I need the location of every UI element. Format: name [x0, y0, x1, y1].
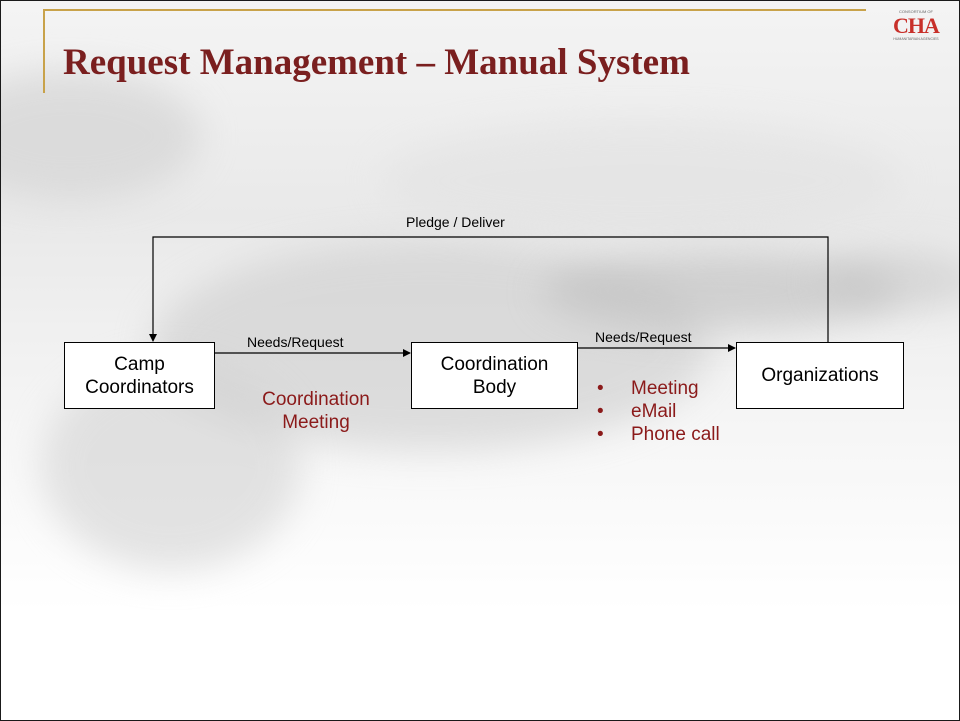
logo-bottom-text: HUMANITARIAN AGENCIES [893, 37, 939, 41]
channel-item-email: eMail [595, 400, 720, 423]
edge-label-pledge-deliver: Pledge / Deliver [406, 214, 505, 230]
channel-item-phone-call: Phone call [595, 423, 720, 446]
channel-item-meeting: Meeting [595, 377, 720, 400]
edge-label-needs-request-2: Needs/Request [595, 329, 692, 345]
coordination-body-line1: Coordination [440, 353, 549, 375]
coordination-body-line2: Body [472, 376, 517, 398]
organizations-box: Organizations [736, 342, 904, 409]
slide-title: Request Management – Manual System [63, 42, 690, 83]
coordination-meeting-text: Coordination Meeting [247, 388, 385, 434]
logo-top-text: CONSORTIUM OF [899, 9, 933, 14]
logo-main-text: CHA [893, 13, 940, 38]
title-left-rule [43, 9, 45, 93]
coordination-meeting-line2: Meeting [282, 412, 350, 433]
organizations-label: Organizations [761, 365, 879, 386]
camp-coordinators-line1: Camp [114, 353, 165, 375]
camp-coordinators-box: Camp Coordinators [64, 342, 215, 409]
background-blur [821, 251, 959, 311]
camp-coordinators-line2: Coordinators [85, 376, 194, 398]
communication-channels-list: Meeting eMail Phone call [595, 377, 720, 446]
coordination-body-box: Coordination Body [411, 342, 578, 409]
background-blur [1, 71, 201, 201]
title-top-rule [43, 9, 866, 11]
edge-label-needs-request-1: Needs/Request [247, 334, 344, 350]
coordination-meeting-line1: Coordination [262, 389, 370, 410]
cha-logo: CONSORTIUM OF CHA HUMANITARIAN AGENCIES [873, 9, 959, 57]
background-blur [381, 121, 901, 241]
arrow-organizations-to-camp [149, 236, 829, 342]
